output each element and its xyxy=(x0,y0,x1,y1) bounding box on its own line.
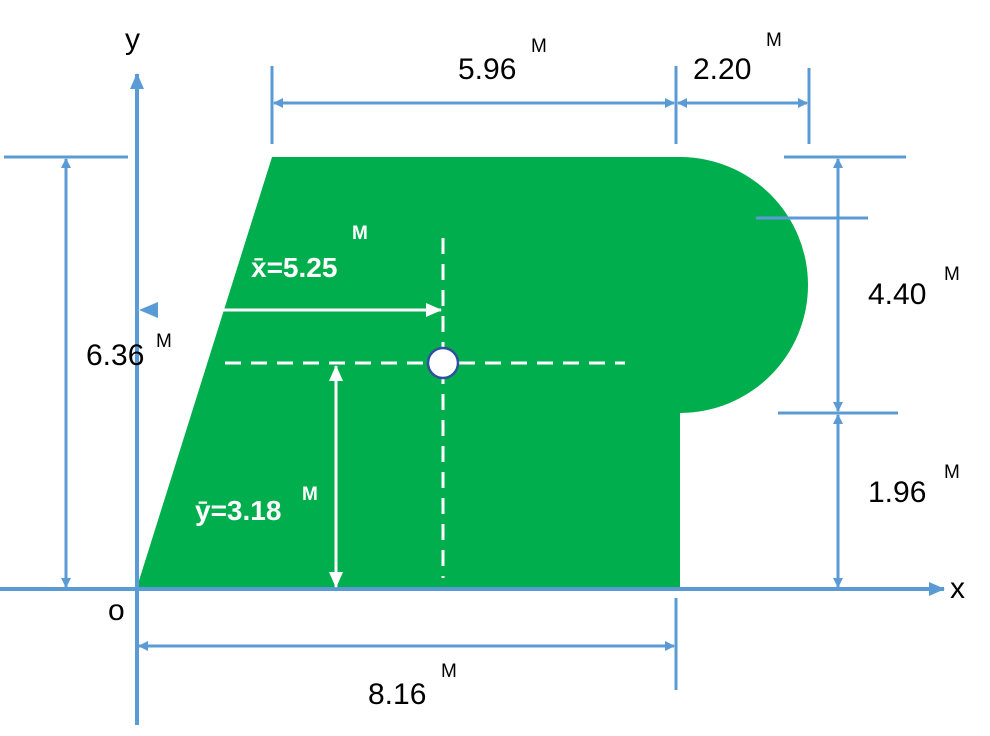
step-height-unit: M xyxy=(944,462,960,483)
centroid-x-arrow-tail-head xyxy=(139,302,158,318)
arc-height-label: 4.40 xyxy=(868,278,926,311)
arc-height-unit: M xyxy=(944,264,960,285)
step-height-label: 1.96 xyxy=(868,476,926,509)
centroid-x-label: x̄=5.25 xyxy=(251,252,337,283)
y-axis-label: y xyxy=(125,23,140,56)
top-width-unit: M xyxy=(531,36,547,57)
centroid-y-label: ȳ=3.18 xyxy=(195,495,281,526)
base-width-label: 8.16 xyxy=(368,678,426,711)
x-axis-label: x xyxy=(950,572,965,605)
extension-lines xyxy=(4,66,906,690)
centroid-x-unit: M xyxy=(352,223,368,244)
base-width-unit: M xyxy=(441,661,457,682)
top-width-label: 5.96 xyxy=(458,53,516,86)
centroid-marker xyxy=(426,346,460,380)
total-height-label: 6.36 xyxy=(86,339,144,372)
origin-label: o xyxy=(108,594,125,627)
centroid-y-unit: M xyxy=(302,484,318,505)
total-height-unit: M xyxy=(156,331,172,352)
arc-width-unit: M xyxy=(766,30,782,51)
composite-shape xyxy=(137,157,808,587)
arc-width-label: 2.20 xyxy=(693,53,751,86)
